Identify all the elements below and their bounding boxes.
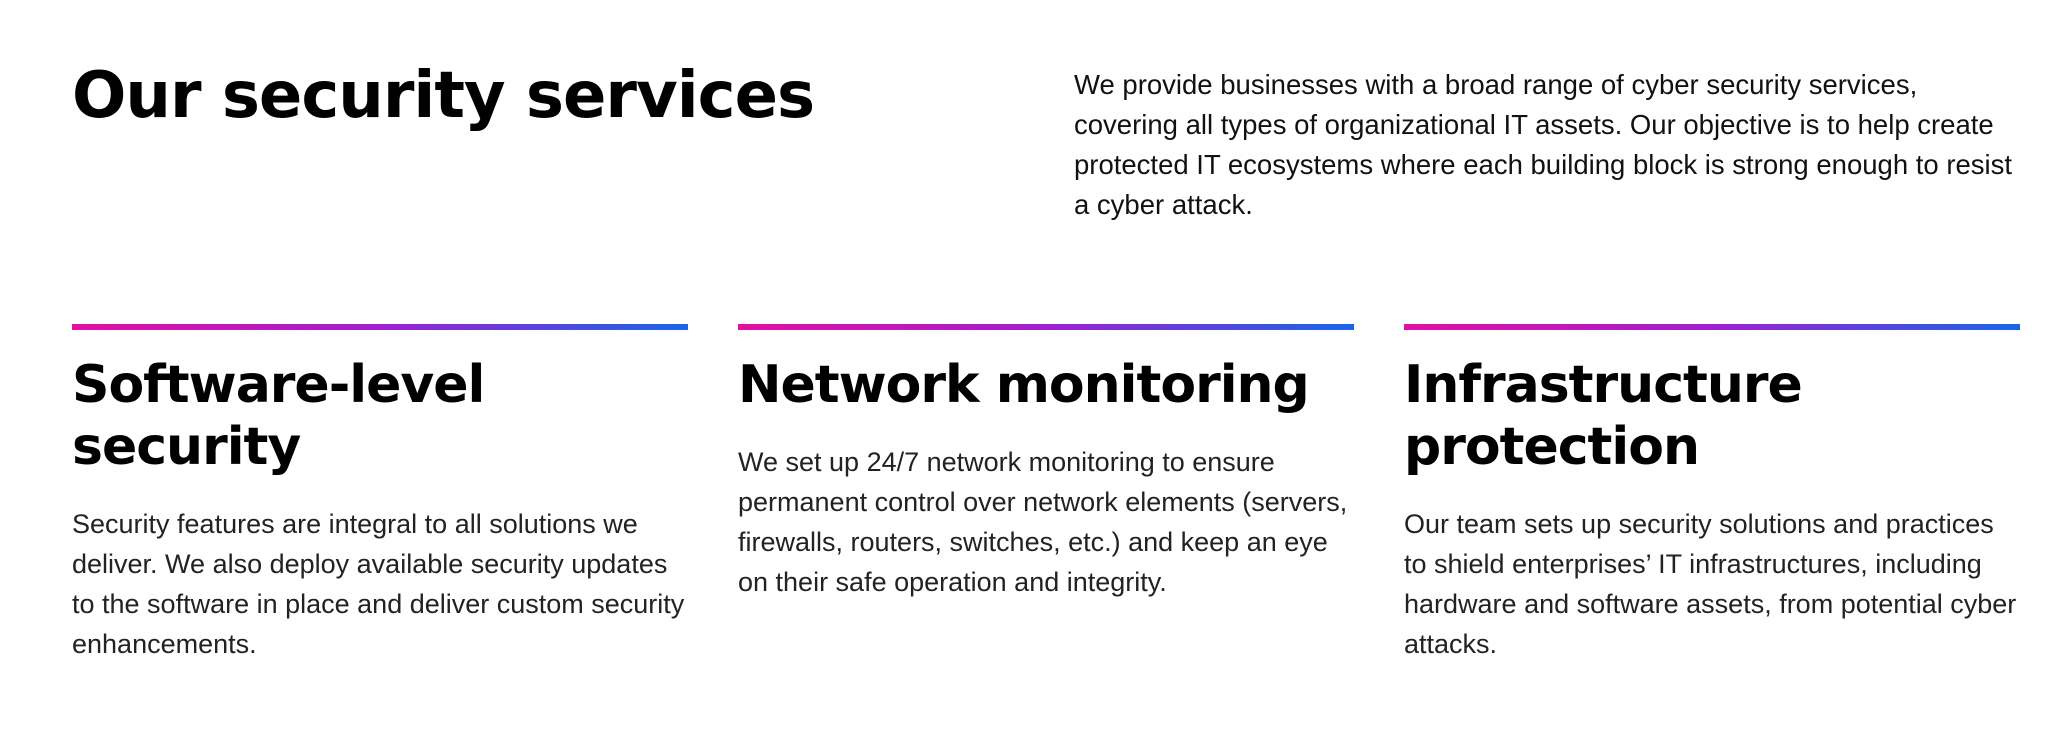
gradient-divider [72, 324, 688, 330]
service-card-network-monitoring: Network monitoring We set up 24/7 networ… [738, 324, 1354, 664]
intro-paragraph: We provide businesses with a broad range… [1074, 69, 2013, 220]
security-services-section: Our security services We provide busines… [72, 0, 2020, 738]
card-title: Infrastructure protection [1404, 355, 1803, 477]
card-description: Our team sets up security solutions and … [1404, 509, 2017, 659]
service-card-software-security: Software-level security Security feature… [72, 324, 688, 664]
service-card-infrastructure-protection: Infrastructure protection Our team sets … [1404, 324, 2020, 664]
card-title: Software-level security [72, 355, 485, 477]
gradient-divider [1404, 324, 2020, 330]
card-description: Security features are integral to all so… [72, 509, 685, 659]
gradient-divider [738, 324, 1354, 330]
card-description: We set up 24/7 network monitoring to ens… [738, 447, 1348, 597]
card-title: Network monitoring [738, 355, 1310, 415]
service-cards: Software-level security Security feature… [72, 324, 2020, 664]
page-title: Our security services [72, 59, 815, 133]
section-header: Our security services We provide busines… [72, 44, 2020, 244]
